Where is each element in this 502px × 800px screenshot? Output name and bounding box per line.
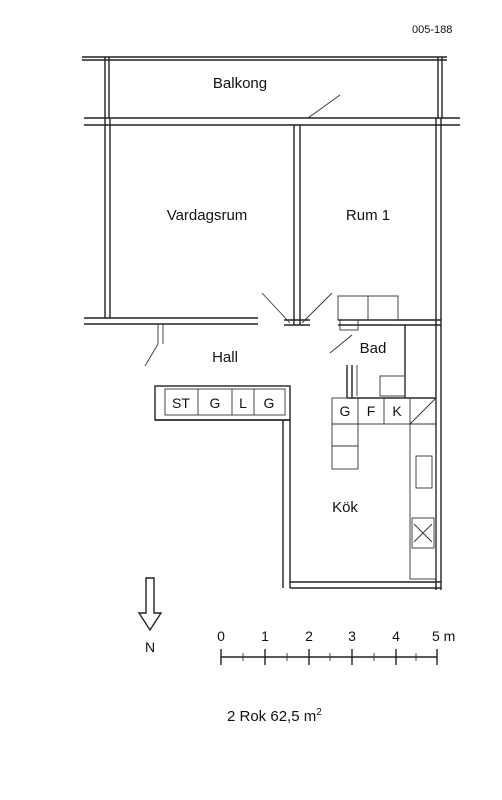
hall-storage-labels: ST G L G xyxy=(172,395,274,411)
kitchen-label-g: G xyxy=(340,403,351,419)
kitchen-label-k: K xyxy=(392,403,402,419)
room-label-balkong: Balkong xyxy=(213,75,267,92)
scale-tick-5: 5 m xyxy=(432,628,455,644)
door-swings xyxy=(144,292,353,367)
scale-labels: 0 1 2 3 4 5 m xyxy=(217,628,455,644)
room-label-kok: Kök xyxy=(332,499,358,516)
storage-label-g2: G xyxy=(264,395,275,411)
plan-code: 005-188 xyxy=(412,24,452,36)
kitchen-units xyxy=(331,397,437,580)
scale-tick-1: 1 xyxy=(261,628,269,644)
scale-tick-2: 2 xyxy=(305,628,313,644)
room-label-rum1: Rum 1 xyxy=(346,207,390,224)
north-arrow-icon xyxy=(137,577,163,632)
room-label-bad: Bad xyxy=(360,340,387,357)
rum1-wardrobe xyxy=(337,295,399,331)
scale-bar xyxy=(220,649,438,665)
kitchen-unit-labels: G F K xyxy=(340,403,403,419)
scale-tick-0: 0 xyxy=(217,628,225,644)
storage-label-l: L xyxy=(239,395,247,411)
apartment-summary: 2 Rok 62,5 m2 xyxy=(227,707,322,725)
storage-label-st: ST xyxy=(172,395,190,411)
kitchen-label-f: F xyxy=(367,403,376,419)
scale-tick-4: 4 xyxy=(392,628,400,644)
balcony-walls xyxy=(82,56,447,118)
bathroom-fixtures xyxy=(356,365,406,397)
hall-storage xyxy=(154,385,291,421)
exterior-walls xyxy=(84,117,460,590)
summary-text: 2 Rok 62,5 m xyxy=(227,708,316,725)
storage-label-g1: G xyxy=(210,395,221,411)
summary-superscript: 2 xyxy=(316,707,322,718)
room-label-hall: Hall xyxy=(212,349,238,366)
balcony-door-swing xyxy=(307,94,341,119)
scale-tick-3: 3 xyxy=(348,628,356,644)
compass-label: N xyxy=(145,639,155,655)
room-label-vardagsrum: Vardagsrum xyxy=(167,207,248,224)
interior-walls xyxy=(84,125,441,399)
